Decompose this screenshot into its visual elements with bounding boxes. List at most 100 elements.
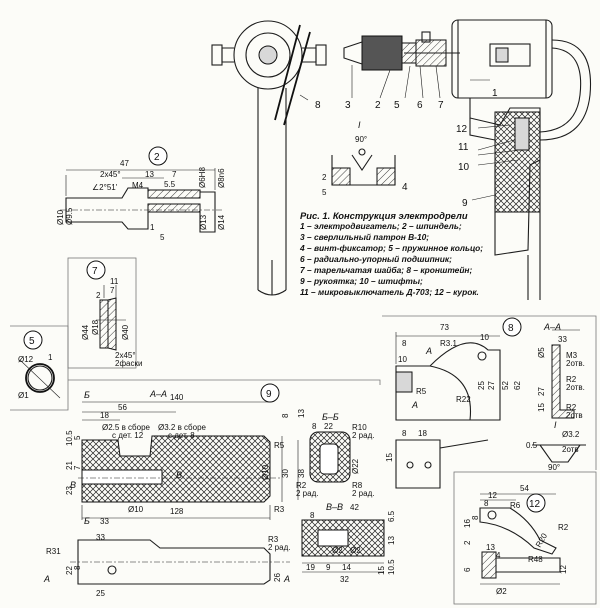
d9-d23: 23 bbox=[65, 486, 74, 495]
d9-section-aa: А–А bbox=[149, 389, 167, 399]
detail-12-number: 12 bbox=[529, 499, 541, 510]
d9-hole-25: Ø2.5 в сборе bbox=[102, 423, 151, 432]
d2-chamfer: 2x45° bbox=[100, 170, 121, 179]
d9-section-bb: Б–Б bbox=[322, 412, 339, 422]
d8-i-d32: Ø3.2 bbox=[562, 430, 580, 439]
callout-6: 6 bbox=[417, 100, 423, 111]
view-i-detail bbox=[331, 148, 396, 186]
callout-10: 10 bbox=[458, 162, 470, 173]
d12-h16: 16 bbox=[463, 519, 472, 528]
d5-len-1: 1 bbox=[48, 353, 53, 362]
d8-aa-27: 27 bbox=[537, 387, 546, 396]
d9-d10b: Ø10 bbox=[261, 464, 270, 480]
d8-len-73: 73 bbox=[440, 323, 449, 332]
detail-8-bracket: 8 bbox=[382, 315, 597, 489]
d9-hole-32-note: с дет. 8 bbox=[168, 431, 195, 440]
d5-d12: Ø12 bbox=[18, 355, 34, 364]
d9-mark-b-bottom: Б bbox=[84, 516, 90, 526]
callout-5: 5 bbox=[394, 100, 400, 111]
d9-len-140: 140 bbox=[170, 393, 184, 402]
d9-bb-22: 22 bbox=[324, 422, 333, 431]
d9-len-33: 33 bbox=[100, 517, 109, 526]
d9-mark-v-right: В bbox=[176, 470, 182, 480]
d9-h13: 13 bbox=[297, 409, 306, 418]
d8-aa-15: 15 bbox=[537, 403, 546, 412]
d9-vv-d2b: Ø2 bbox=[350, 546, 361, 555]
d9-h30: 30 bbox=[281, 469, 290, 478]
caption-line-1: 1 – электродвигатель; 2 – шпиндель; bbox=[300, 221, 462, 231]
d2-fit-6h8: Ø6H8 bbox=[198, 167, 207, 188]
d9-bot-r3-note: 2 рад. bbox=[268, 543, 290, 552]
d9-bot-r31: R31 bbox=[46, 547, 61, 556]
d9-bb-r10-note: 2 рад. bbox=[352, 431, 374, 440]
d12-h2: 2 bbox=[463, 540, 472, 545]
d9-vv-32: 32 bbox=[340, 575, 349, 584]
d9-bot-8: 8 bbox=[73, 565, 82, 570]
d8-aa-r2: R2 bbox=[566, 375, 577, 384]
d7-len-11: 11 bbox=[110, 277, 119, 286]
d8-i-angle: 90° bbox=[548, 463, 560, 472]
caption-line-5: 7 – тарельчатая шайба; 8 – кронштейн; bbox=[300, 265, 473, 275]
d9-vv-9: 9 bbox=[326, 563, 331, 572]
view-i-dim-5: 5 bbox=[322, 188, 327, 197]
d9-vv-14: 14 bbox=[342, 563, 351, 572]
d9-d21: 21 bbox=[65, 461, 74, 470]
d8-len-10: 10 bbox=[480, 333, 489, 342]
d7-chamfer-note: 2фаски bbox=[115, 359, 142, 368]
d9-vv-13: 13 bbox=[387, 536, 396, 545]
d8-aa-r2b: R2 bbox=[566, 403, 577, 412]
chuck bbox=[343, 31, 460, 71]
d12-len-12: 12 bbox=[488, 491, 497, 500]
detail-7-number: 7 bbox=[92, 266, 98, 277]
d9-vv-19: 19 bbox=[306, 563, 315, 572]
callout-7: 7 bbox=[438, 100, 444, 111]
d9-vv-42: 42 bbox=[350, 503, 359, 512]
d8-i-note: 2отв bbox=[562, 445, 579, 454]
callout-9: 9 bbox=[462, 198, 468, 209]
d2-len-13: 13 bbox=[145, 170, 154, 179]
d2-d95: Ø9.5 bbox=[65, 207, 74, 225]
d9-len-56: 56 bbox=[118, 403, 127, 412]
d8-aa-d5: Ø5 bbox=[537, 347, 546, 358]
detail-5-spring-ring: 5 bbox=[10, 325, 69, 411]
figure-caption: Рис. 1. Конструкция электродрели 1 – эле… bbox=[300, 210, 500, 298]
handle bbox=[469, 98, 541, 300]
d8-aa-m3: M3 bbox=[566, 351, 578, 360]
d9-bot-22: 22 bbox=[65, 566, 74, 575]
d2-d14: Ø14 bbox=[217, 214, 226, 230]
d9-hole-25-note: с дет. 12 bbox=[112, 431, 144, 440]
d7-d44: Ø44 bbox=[81, 324, 90, 340]
detail-2-spindle: 2 bbox=[60, 146, 222, 233]
d7-chamfer: 2x45° bbox=[115, 351, 136, 360]
d8-aa-r2b-note: 2отв bbox=[566, 411, 583, 420]
d8-len-18: 18 bbox=[418, 429, 427, 438]
d12-len-54: 54 bbox=[520, 484, 529, 493]
d2-len-7: 7 bbox=[172, 170, 177, 179]
d8-len-8b: 8 bbox=[402, 429, 407, 438]
d8-h52: 52 bbox=[501, 381, 510, 390]
detail-2-number: 2 bbox=[154, 152, 160, 163]
d9-vv-d2a: Ø2 bbox=[332, 546, 343, 555]
d8-len-15: 15 bbox=[385, 453, 394, 462]
d9-vv-15: 15 bbox=[377, 566, 386, 575]
d8-h25: 25 bbox=[477, 381, 486, 390]
d8-section-aa: А–А bbox=[543, 322, 561, 332]
d8-aa-m3-note: 2отв. bbox=[566, 359, 585, 368]
d5-d1: Ø1 bbox=[18, 391, 29, 400]
d9-len-18: 18 bbox=[100, 411, 109, 420]
d12-len-13: 13 bbox=[486, 543, 495, 552]
d8-r31: R3.1 bbox=[440, 339, 457, 348]
d8-aa-33: 33 bbox=[558, 335, 567, 344]
d2-len-47: 47 bbox=[120, 159, 129, 168]
d9-mark-b-top: Б bbox=[84, 390, 90, 400]
d9-section-vv: В–В bbox=[326, 502, 343, 512]
assembly-view bbox=[211, 19, 592, 300]
view-i-dim-2: 2 bbox=[322, 173, 327, 182]
d2-len-55: 5.5 bbox=[164, 180, 176, 189]
d8-len-10b: 10 bbox=[398, 355, 407, 364]
d9-h8: 8 bbox=[281, 413, 290, 418]
callout-12: 12 bbox=[456, 124, 468, 135]
callout-11: 11 bbox=[458, 142, 469, 153]
d8-h27: 27 bbox=[487, 381, 496, 390]
